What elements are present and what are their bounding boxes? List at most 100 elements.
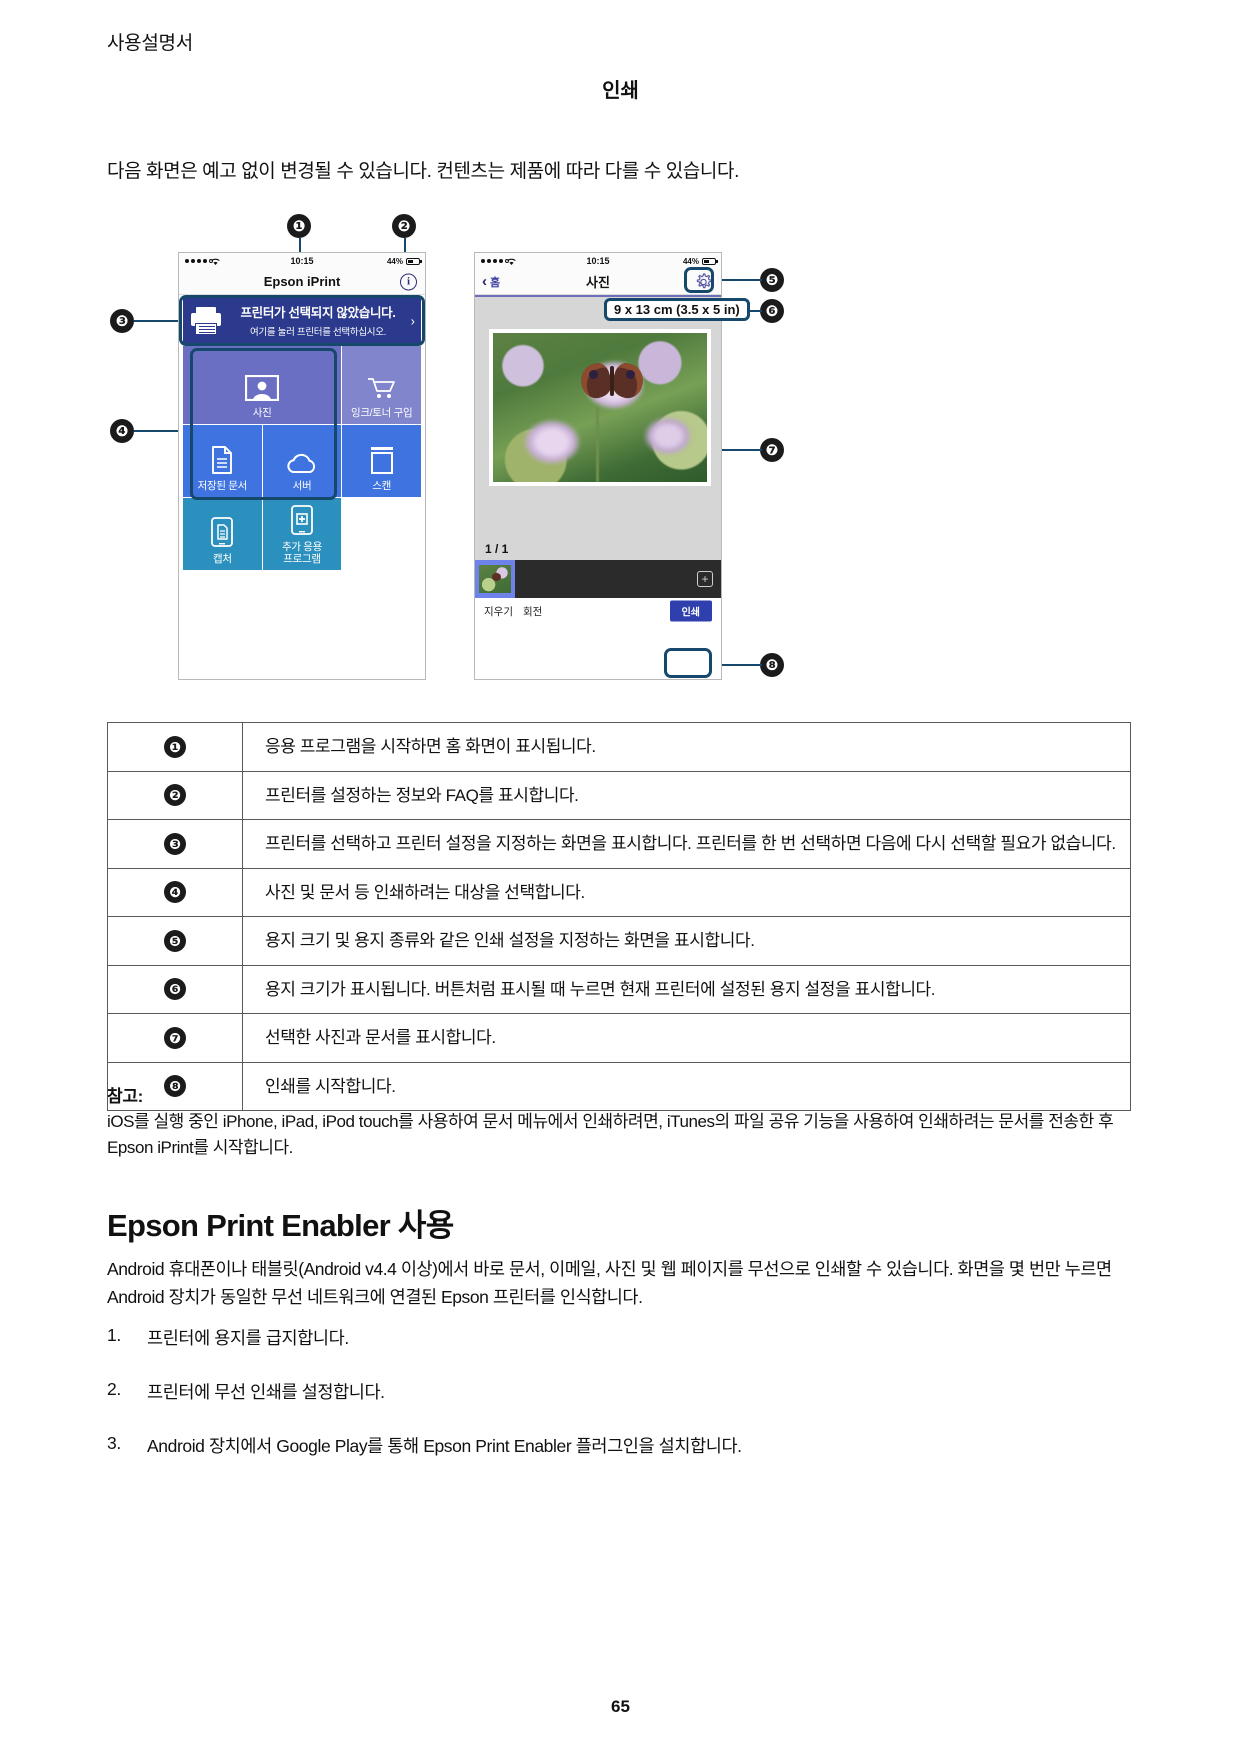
chevron-right-icon: ›: [410, 313, 415, 328]
chevron-left-icon: ‹: [482, 273, 487, 290]
row-text: 인쇄를 시작합니다.: [242, 1061, 1131, 1111]
tile-label: 서버: [292, 479, 312, 492]
battery-percent: 44%: [386, 256, 403, 266]
delete-button[interactable]: 지우기: [484, 605, 513, 618]
print-button[interactable]: 인쇄: [669, 600, 712, 622]
cloud-icon: [286, 452, 318, 474]
tile-ink-toner[interactable]: 잉크/토너 구입: [342, 346, 421, 424]
row-number: ❷: [164, 784, 186, 807]
status-battery-group: 44%: [386, 256, 422, 266]
battery-icon: [406, 257, 422, 265]
table-row: ❼ 선택한 사진과 문서를 표시합니다.: [107, 1013, 1131, 1063]
row-number-cell: ❺: [107, 916, 243, 966]
row-number-cell: ❽: [107, 1061, 243, 1111]
thumbnail-item[interactable]: [475, 560, 515, 598]
step-text: 프린터에 용지를 급지합니다.: [147, 1328, 349, 1348]
iprint-home-screenshot: 10:15 44% Epson iPrint i 프린터가 선택되지 않았습니다…: [178, 252, 426, 680]
app-title: Epson iPrint: [263, 274, 341, 289]
page-indicator: 1 / 1: [475, 538, 721, 560]
section-heading: Epson Print Enabler 사용: [107, 1208, 454, 1243]
row-number-cell: ❸: [107, 819, 243, 869]
thumbnail-strip: +: [475, 560, 721, 598]
callout-2: ❷: [392, 214, 416, 238]
section-paragraph: Android 휴대폰이나 태블릿(Android v4.4 이상)에서 바로 …: [107, 1259, 1112, 1308]
paper-size-badge[interactable]: 9 x 13 cm (3.5 x 5 in): [604, 298, 750, 321]
back-to-home-button[interactable]: ‹ 홈: [482, 274, 500, 290]
tile-photo[interactable]: 사진: [183, 346, 342, 424]
back-label: 홈: [490, 276, 501, 289]
gear-icon[interactable]: [694, 272, 713, 291]
printer-select-banner[interactable]: 프린터가 선택되지 않았습니다. 여기를 눌러 프린터를 선택하십시오. ›: [183, 298, 421, 343]
tile-capture[interactable]: 캡처: [183, 498, 262, 570]
tile-server[interactable]: 서버: [262, 425, 342, 497]
shopping-cart-icon: [367, 377, 397, 401]
status-time: 10:15: [290, 256, 314, 266]
row-number: ❺: [164, 929, 186, 952]
banner-subtitle: 여기를 눌러 프린터를 선택하십시오.: [250, 326, 386, 338]
flower-decor: [642, 416, 693, 457]
row-text: 프린터를 설정하는 정보와 FAQ를 표시합니다.: [242, 770, 1131, 820]
tile-label: 추가 응용 프로그램: [281, 540, 323, 565]
tile-scan[interactable]: 스캔: [342, 425, 421, 497]
step-text: 프린터에 무선 인쇄를 설정합니다.: [147, 1382, 385, 1402]
table-row: ❶ 응용 프로그램을 시작하면 홈 화면이 표시됩니다.: [107, 722, 1131, 772]
capture-phone-icon: [211, 517, 234, 547]
add-photo-button[interactable]: +: [697, 571, 713, 587]
row-text: 응용 프로그램을 시작하면 홈 화면이 표시됩니다.: [242, 722, 1131, 772]
running-header-left: 사용설명서: [107, 33, 193, 54]
callout-7: ❼: [760, 438, 784, 462]
banner-text-group: 프린터가 선택되지 않았습니다. 여기를 눌러 프린터를 선택하십시오.: [223, 302, 421, 340]
status-bar: 10:15 44%: [179, 253, 425, 269]
banner-title: 프린터가 선택되지 않았습니다.: [240, 305, 396, 320]
scanner-icon: [369, 446, 395, 474]
table-row: ❷ 프린터를 설정하는 정보와 FAQ를 표시합니다.: [107, 770, 1131, 820]
screen-title: 사진: [586, 275, 610, 290]
info-icon[interactable]: i: [400, 273, 417, 290]
accent-rule: [475, 295, 721, 297]
wifi-icon: [210, 257, 221, 266]
row-number-cell: ❼: [107, 1013, 243, 1063]
row-text: 사진 및 문서 등 인쇄하려는 대상을 선택합니다.: [242, 867, 1131, 917]
leader-3: [134, 320, 184, 322]
more-apps-icon: [291, 504, 313, 535]
callout-6: ❻: [760, 299, 784, 323]
step-number: 1.: [107, 1325, 121, 1345]
status-bar: 10:15 44%: [475, 253, 721, 269]
leader-5: [714, 279, 762, 281]
row-number: ❼: [164, 1026, 186, 1049]
tile-label: 저장된 문서: [197, 479, 248, 492]
rotate-button[interactable]: 회전: [522, 605, 543, 618]
status-battery-group: 44%: [682, 256, 718, 266]
tile-more-apps[interactable]: 추가 응용 프로그램: [262, 498, 342, 570]
leader-4: [134, 430, 186, 432]
signal-dots-icon: [481, 259, 509, 263]
tile-label: 잉크/토너 구입: [350, 406, 413, 419]
callout-5: ❺: [760, 268, 784, 292]
row-number-cell: ❶: [107, 722, 243, 772]
photo-preview-area: [475, 297, 721, 538]
document-icon: [210, 445, 234, 474]
list-item: 2. 프린터에 무선 인쇄를 설정합니다.: [107, 1379, 1131, 1404]
row-number-cell: ❹: [107, 867, 243, 917]
table-body: ❶ 응용 프로그램을 시작하면 홈 화면이 표시됩니다. ❷ 프린터를 설정하는…: [107, 722, 1131, 1111]
flower-decor: [522, 419, 581, 466]
printer-icon: [189, 306, 223, 336]
table-row: ❹ 사진 및 문서 등 인쇄하려는 대상을 선택합니다.: [107, 867, 1131, 917]
battery-percent: 44%: [682, 256, 699, 266]
row-text: 선택한 사진과 문서를 표시합니다.: [242, 1013, 1131, 1063]
note-block: 참고: iOS를 실행 중인 iPhone, iPad, iPod touch를…: [107, 1082, 1131, 1160]
photo-icon: [245, 374, 280, 401]
callout-1: ❶: [287, 214, 311, 238]
table-row: ❽ 인쇄를 시작합니다.: [107, 1061, 1131, 1111]
signal-dots-icon: [185, 259, 213, 263]
row-number-cell: ❻: [107, 964, 243, 1014]
row-text: 용지 크기 및 용지 종류와 같은 인쇄 설정을 지정하는 화면을 표시합니다.: [242, 916, 1131, 966]
row-number: ❹: [164, 881, 186, 904]
tile-saved-documents[interactable]: 저장된 문서: [183, 425, 262, 497]
tile-label: 스캔: [372, 479, 392, 492]
row-number: ❻: [164, 978, 186, 1001]
photo-frame: [489, 329, 711, 486]
tile-label: 캡처: [212, 552, 232, 565]
preview-photo[interactable]: [493, 333, 707, 482]
list-item: 3. Android 장치에서 Google Play를 통해 Epson Pr…: [107, 1433, 1131, 1458]
